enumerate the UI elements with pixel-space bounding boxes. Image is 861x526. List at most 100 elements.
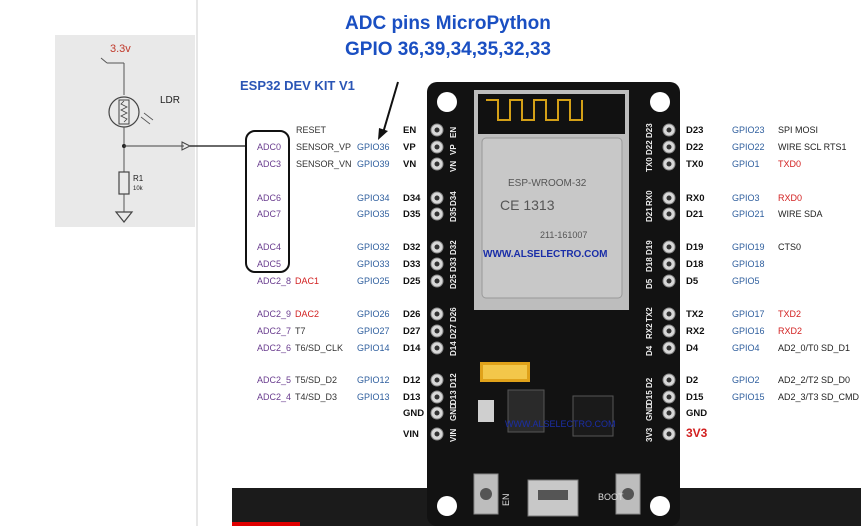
adc-label: ADC2_8 bbox=[257, 276, 291, 286]
gpio-label: GPIO5 bbox=[732, 276, 760, 286]
function-label: T6/SD_CLK bbox=[295, 343, 343, 353]
pin-hole-center bbox=[666, 144, 672, 150]
gpio-label: GPIO13 bbox=[357, 392, 390, 402]
function-label: WIRE SDA bbox=[778, 209, 823, 219]
boot-button-label: BOOT bbox=[598, 492, 624, 502]
silkscreen-label: D33 bbox=[449, 257, 458, 272]
silkscreen-label: D14 bbox=[449, 341, 458, 356]
pin-label: TX2 bbox=[686, 309, 703, 320]
pin-hole-center bbox=[666, 311, 672, 317]
pin-hole-center bbox=[434, 144, 440, 150]
silkscreen-label: D21 bbox=[645, 207, 654, 222]
pin-hole-center bbox=[434, 244, 440, 250]
pin-hole-center bbox=[434, 431, 440, 437]
silkscreen-label: GND bbox=[645, 403, 654, 421]
header-arrow bbox=[382, 81, 399, 134]
silkscreen-label: D35 bbox=[449, 207, 458, 222]
pin-label: D12 bbox=[403, 375, 420, 386]
module-id: 211-161007 bbox=[540, 230, 587, 240]
silkscreen-label: RX2 bbox=[645, 323, 654, 339]
gpio-label: GPIO32 bbox=[357, 242, 390, 252]
board-left-silkscreen: ENVPVND34D35D32D33D25D26D27D14D12D13GNDV… bbox=[449, 127, 458, 442]
website-label: WWW.ALSELECTRO.COM bbox=[483, 249, 607, 260]
gpio-label: GPIO22 bbox=[732, 142, 765, 152]
en-button-label: EN bbox=[501, 493, 511, 506]
pin-hole-center bbox=[434, 377, 440, 383]
resistor-value: 10k bbox=[133, 186, 144, 192]
header-line2: GPIO 36,39,34,35,32,33 bbox=[345, 39, 551, 60]
pin-hole-center bbox=[434, 394, 440, 400]
pin-label: VIN bbox=[403, 429, 419, 440]
pin-label: GND bbox=[403, 408, 424, 419]
gpio-label: GPIO18 bbox=[732, 259, 765, 269]
silkscreen-label: D4 bbox=[645, 345, 654, 356]
silkscreen-label: D19 bbox=[645, 240, 654, 255]
function-label: AD2_3/T3 SD_CMD bbox=[778, 392, 860, 402]
silkscreen-label: D26 bbox=[449, 307, 458, 322]
boot-button-cap bbox=[622, 488, 634, 500]
pin-hole-center bbox=[666, 394, 672, 400]
pin-hole-center bbox=[666, 377, 672, 383]
gpio-label: GPIO12 bbox=[357, 375, 390, 385]
pin-label: D33 bbox=[403, 259, 420, 270]
pin-label: D32 bbox=[403, 242, 420, 253]
pin-hole-center bbox=[434, 328, 440, 334]
pin-hole-center bbox=[434, 195, 440, 201]
antenna-trace bbox=[486, 99, 583, 121]
module-cert: CE 1313 bbox=[500, 197, 555, 213]
pin-label: D26 bbox=[403, 309, 420, 320]
pin-label: D14 bbox=[403, 343, 421, 354]
ground-symbol bbox=[114, 211, 134, 223]
silkscreen-label: D23 bbox=[645, 123, 654, 138]
mount-hole-tr bbox=[650, 92, 670, 112]
supply-wire bbox=[100, 57, 108, 64]
ldr-zigzag bbox=[120, 100, 128, 123]
silkscreen-label: VIN bbox=[449, 428, 458, 442]
pin-label: D15 bbox=[686, 392, 704, 403]
gpio-label: GPIO1 bbox=[732, 159, 760, 169]
supply-label: 3.3v bbox=[110, 43, 131, 55]
adc-label: ADC7 bbox=[257, 209, 281, 219]
silkscreen-label: VN bbox=[449, 161, 458, 172]
pin-label: RX0 bbox=[686, 193, 704, 204]
pin-label: D19 bbox=[686, 242, 703, 253]
pin-hole-center bbox=[666, 261, 672, 267]
silkscreen-label: D5 bbox=[645, 278, 654, 289]
pin-hole-center bbox=[434, 278, 440, 284]
gpio-label: GPIO35 bbox=[357, 209, 390, 219]
gpio-label: GPIO16 bbox=[732, 326, 765, 336]
pin-hole-center bbox=[666, 278, 672, 284]
website-bottom: WWW.ALSELECTRO.COM bbox=[505, 419, 616, 429]
gpio-label: GPIO25 bbox=[357, 276, 390, 286]
esp32-board: ENVPVND34D35D32D33D25D26D27D14D12D13GNDV… bbox=[232, 82, 861, 526]
board-right-silkscreen: D23D22TX0RX0D21D19D18D5TX2RX2D4D2D15GND3… bbox=[645, 123, 654, 442]
pin-hole-center bbox=[434, 161, 440, 167]
pin-label: D13 bbox=[403, 392, 420, 403]
gpio-label: GPIO4 bbox=[732, 343, 760, 353]
silkscreen-label: TX0 bbox=[645, 157, 654, 172]
function-label: CTS0 bbox=[778, 242, 801, 252]
video-progress-bar[interactable] bbox=[232, 522, 300, 526]
function-label: AD2_2/T2 SD_D0 bbox=[778, 375, 850, 385]
function-label: TXD0 bbox=[778, 159, 801, 169]
mount-hole-bl bbox=[437, 496, 457, 516]
silkscreen-label: D15 bbox=[645, 390, 654, 405]
left-pin-holes bbox=[430, 123, 444, 441]
ldr-label: LDR bbox=[160, 95, 180, 106]
adc-label: ADC2_6 bbox=[257, 343, 291, 353]
gpio-label: GPIO23 bbox=[732, 125, 765, 135]
gpio-label: GPIO36 bbox=[357, 142, 390, 152]
gpio-label: GPIO15 bbox=[732, 392, 765, 402]
adc-label: ADC2_9 bbox=[257, 309, 291, 319]
en-button-cap bbox=[480, 488, 492, 500]
silkscreen-label: D18 bbox=[645, 257, 654, 272]
gpio-label: GPIO39 bbox=[357, 159, 390, 169]
gpio-label: GPIO14 bbox=[357, 343, 390, 353]
function-label: SENSOR_VP bbox=[296, 142, 351, 152]
pin-label: D25 bbox=[403, 276, 421, 287]
pin-hole-center bbox=[666, 161, 672, 167]
function-label: T4/SD_D3 bbox=[295, 392, 337, 402]
pin-label: VP bbox=[403, 142, 416, 153]
adc-label: ADC2_7 bbox=[257, 326, 291, 336]
